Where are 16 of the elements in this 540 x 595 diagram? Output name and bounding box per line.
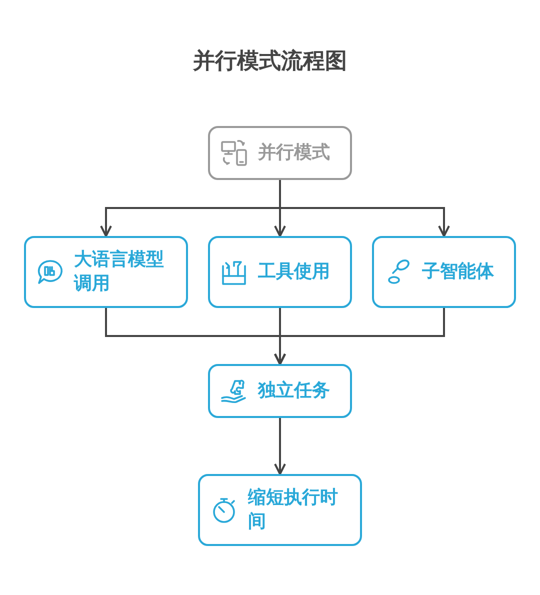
node-label: 缩短执行时间 — [248, 486, 339, 534]
arrow — [279, 180, 450, 237]
node-label: 大语言模型调用 — [74, 248, 165, 296]
process-box — [208, 364, 352, 418]
node-label: 独立任务 — [258, 379, 330, 403]
process-box — [372, 236, 516, 308]
arrow — [274, 418, 286, 475]
process-box — [24, 236, 188, 308]
node-label: 并行模式 — [258, 141, 330, 165]
title: 并行模式流程图 — [192, 48, 348, 76]
node-label: 工具使用 — [258, 260, 330, 284]
arrow — [274, 308, 445, 365]
node-label: 子智能体 — [422, 260, 494, 284]
process-box — [198, 474, 362, 546]
process-box — [208, 126, 352, 180]
process-box — [208, 236, 352, 308]
